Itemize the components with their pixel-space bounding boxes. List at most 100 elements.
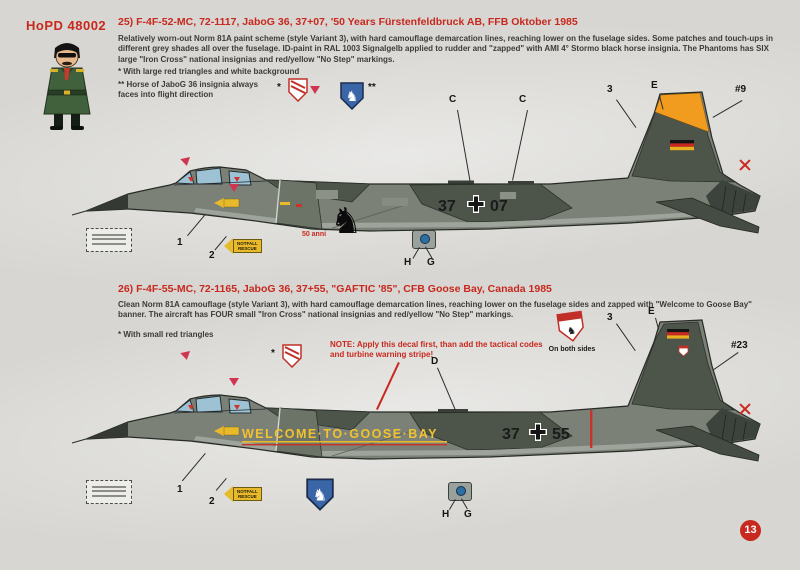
tactical-code-right: 55: [552, 426, 570, 443]
canopy-sill-line: [173, 180, 267, 186]
canopy-glass-front: [195, 167, 223, 185]
pitot-probe: [71, 210, 87, 216]
black-horse-insignia: ♞: [330, 201, 363, 242]
rescue-label-box: NOTFALL RESCUE: [233, 486, 262, 502]
shield-stripes: [290, 80, 306, 94]
flag-stripe-black: [670, 140, 694, 144]
page-number: 13: [740, 520, 761, 541]
callout-letter-h: H: [404, 257, 412, 268]
callout-number-1: 1: [177, 484, 183, 495]
nozzle-detail-lines: [721, 413, 747, 443]
mascot-boot-right: [71, 114, 80, 128]
stencil-marking: [280, 202, 290, 205]
small-grey-decal: [448, 482, 472, 501]
horse-shield-insignia: ♞: [340, 82, 364, 110]
anniversary-badge-text: 50 anni: [301, 231, 327, 238]
red-triangle-decal: [310, 86, 320, 94]
mascot-boot-left: [54, 114, 63, 128]
shield-field: [306, 478, 334, 511]
horse-icon: ♞: [566, 325, 576, 337]
radome: [86, 194, 128, 211]
cross-black-arm: [536, 424, 540, 440]
mascot-sunglasses: [58, 53, 76, 58]
horse-icon: ♞: [346, 89, 359, 105]
intake-splitter-edge: [275, 179, 281, 224]
stabilator: [655, 197, 760, 234]
mascot-epaulette-right: [76, 69, 84, 72]
intake-splitter-edge: [275, 407, 281, 452]
horse-icon: ♞: [313, 485, 328, 504]
flag-stripe-gold: [667, 335, 689, 339]
red-triangle-stencil: [188, 405, 194, 410]
stabilator: [655, 425, 760, 462]
rescue-arrow-marking: [214, 198, 224, 208]
radome: [86, 422, 128, 439]
shield-chief: [557, 311, 582, 322]
iron-cross-marking: [467, 195, 485, 213]
rescue-arrow-decal: NOTFALL RESCUE: [224, 238, 262, 254]
callout-number-3: 3: [607, 312, 613, 323]
both-sides-shield-insignia: ♞: [556, 310, 584, 342]
red-triangle-stencil: [234, 177, 240, 182]
canopy-glass-front: [195, 395, 223, 413]
mascot-foot-left: [50, 126, 63, 130]
striped-shield-insignia: [288, 78, 308, 102]
asterisk-marker: *: [277, 82, 281, 93]
stencil-placement-box: [86, 480, 132, 504]
callout-letter-e: E: [648, 306, 655, 317]
section25-heading: 25) F-4F-52-MC, 72-1117, JaboG 36, 37+07…: [118, 16, 578, 28]
section26-heading: 26) F-4F-55-MC, 72-1165, JaboG 36, 37+55…: [118, 283, 552, 295]
flag-stripe-red: [670, 143, 694, 147]
rescue-arrow-decal: NOTFALL RESCUE: [224, 486, 262, 502]
product-code: HoPD 48002: [26, 18, 107, 33]
rescue-arrow-marking-box: [223, 198, 240, 208]
crest-chief: [679, 346, 688, 349]
shield-stripes: [284, 346, 300, 360]
section25-footnote2: ** Horse of JaboG 36 insignia always fac…: [118, 80, 259, 100]
callout-number-3: 3: [607, 84, 613, 95]
fin-flag-germany: [667, 329, 689, 339]
belly-band: [194, 436, 713, 456]
tactical-code-left: 37: [438, 198, 456, 215]
callout-letter-c2: C: [519, 94, 527, 105]
both-sides-label: On both sides: [548, 346, 596, 353]
callout-letter-e: E: [651, 80, 658, 91]
belly-band: [194, 208, 713, 228]
blue-dot-decal: [456, 486, 466, 496]
walkway-strip-c2: [508, 181, 534, 184]
mascot-buckle: [64, 90, 70, 95]
callout-letter-d: D: [431, 356, 439, 367]
rescue-label-box: NOTFALL RESCUE: [233, 238, 262, 254]
horse-shield-insignia: ♞: [306, 478, 334, 511]
flag-stripe-red: [667, 332, 689, 336]
rescue-label-line2: RESCUE: [237, 246, 257, 251]
callout-letter-g: G: [427, 257, 435, 268]
turbine-warning-stripe: [590, 410, 593, 448]
fuselage-outline: [85, 91, 761, 232]
goose-bay-banner: WELCOME·TO·GOOSE·BAY: [242, 427, 438, 441]
cut-cross-icon: [738, 402, 752, 416]
mascot-scarf: [64, 68, 70, 80]
asterisk-marker: *: [271, 348, 275, 359]
section26-footnote1: * With small red triangles: [118, 330, 214, 339]
iron-cross-marking: [529, 423, 547, 441]
blue-dot-decal: [420, 234, 430, 244]
fin-unit-crest: [678, 345, 689, 357]
red-triangle-stencil: [234, 405, 240, 410]
walkway-strip-d: [438, 409, 468, 412]
rescue-arrow-marking: [214, 426, 224, 436]
striped-shield-insignia: [282, 344, 302, 368]
stencil-marking: [296, 204, 302, 207]
mascot-fringe: [56, 46, 78, 53]
sheet-number-9: #9: [735, 84, 747, 95]
engine-nozzle: [706, 408, 760, 444]
rescue-arrowhead: [224, 238, 233, 254]
canopy-glass-rear: [228, 170, 252, 186]
rescue-arrow-marking-box: [223, 426, 240, 436]
double-asterisk-marker: **: [368, 82, 376, 93]
fin-flag-germany: [670, 140, 694, 151]
rescue-label-line1: NOTFALL: [237, 488, 258, 494]
stencil-placement-box: [86, 228, 132, 252]
canopy-glass-rear: [228, 398, 252, 414]
pitot-probe: [71, 438, 87, 444]
